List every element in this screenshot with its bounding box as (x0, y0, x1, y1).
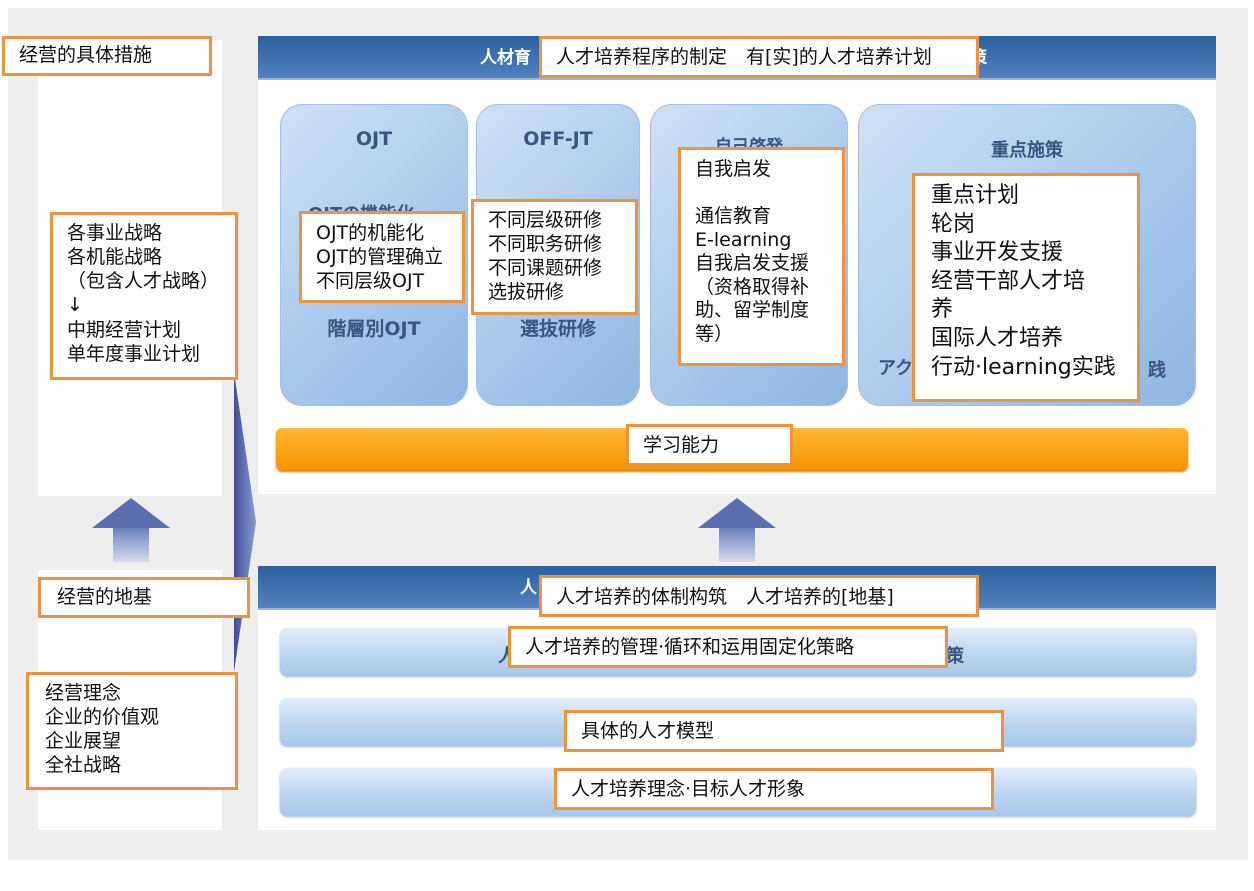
label-bottom-header: 人才培养的体制构筑 人才培养的[地基] (539, 575, 979, 617)
ojt-overlay: OJT的机能化 OJT的管理确立 不同层级OJT (299, 211, 465, 303)
card-focus-ghost-right: 践 (1148, 360, 1166, 381)
card-focus-title: 重点施策 (991, 140, 1063, 161)
label-concrete-measures: 经营的具体措施 (2, 36, 212, 76)
focus-measures-overlay: 重点计划 轮岗 事业开发支援 经营干部人才培 养 国际人才培养 行动·learn… (912, 173, 1140, 402)
card-ojt-ghost-bottom: 階層別OJT (327, 318, 421, 340)
card-offjt-title: OFF-JT (523, 128, 593, 150)
philosophy-box: 经营理念 企业的价值观 企业展望 全社战略 (26, 672, 238, 790)
card-offjt-ghost-bottom: 選抜研修 (519, 318, 596, 340)
band-2-label: 具体的人才模型 (564, 710, 1004, 752)
self-development-overlay: 自我启发 通信教育 E-learning 自我启发支援 （资格取得补 助、留学制… (678, 147, 845, 366)
band-3-label: 人才培养理念·目标人才形象 (554, 768, 994, 810)
band-1-ghost-right: 策 (946, 646, 964, 667)
up-arrow-icon (92, 498, 170, 564)
band-1-label: 人才培养的管理·循环和运用固定化策略 (508, 626, 948, 668)
up-arrow-icon (698, 498, 776, 564)
lower-header-ghost-text: 人 (520, 578, 537, 598)
card-ojt-title: OJT (355, 128, 393, 150)
right-arrow-icon (234, 372, 256, 672)
label-top-header: 人才培养程序的制定 有[实]的人才培养计划 (539, 36, 979, 78)
label-management-foundation: 经营的地基 (38, 577, 250, 618)
card-focus-ghost-left: アク (878, 358, 914, 379)
strategy-box: 各事业战略 各机能战略 （包含人才战略） ↓ 中期经营计划 单年度事业计划 (50, 212, 238, 380)
offjt-overlay: 不同层级研修 不同职务研修 不同课题研修 选拔研修 (471, 199, 638, 315)
learning-ability-label: 学习能力 (626, 424, 793, 466)
upper-header-ghost-text: 人材育 (480, 48, 531, 68)
